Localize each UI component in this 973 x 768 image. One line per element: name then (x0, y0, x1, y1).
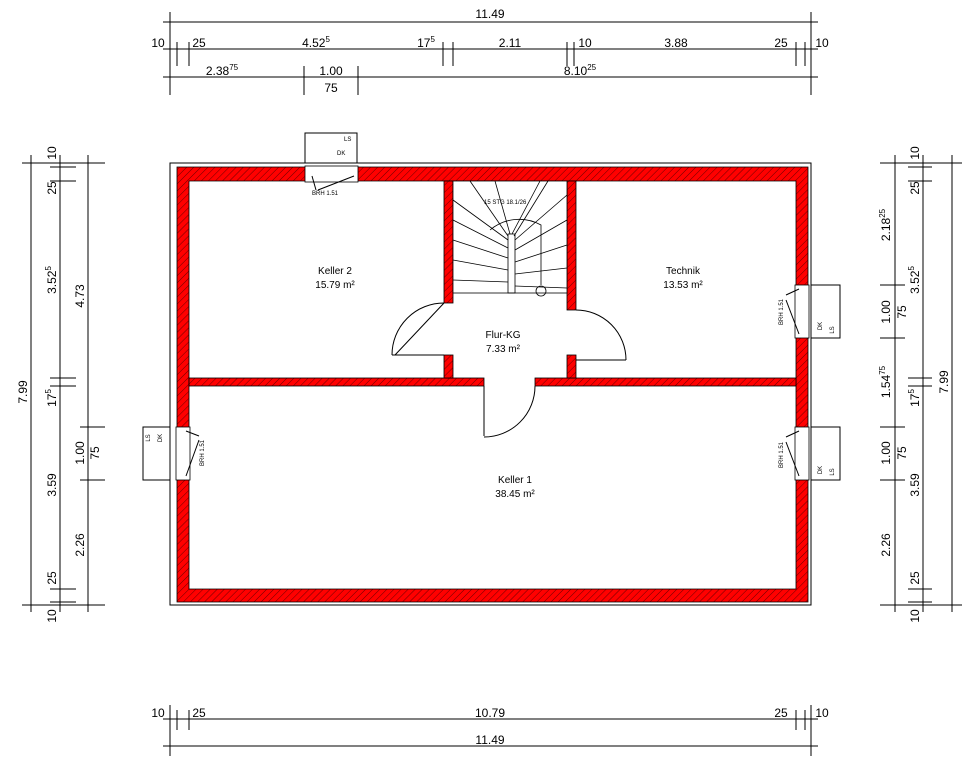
dk-label: DK (818, 466, 824, 474)
stair-label: 15 STG 18.1/26 (484, 200, 527, 206)
dim-label: 1.00 (879, 300, 893, 324)
door-keller2 (391, 302, 445, 356)
door-technik (575, 309, 627, 361)
dim-label: 3.59 (45, 473, 59, 497)
dim-label: 175 (907, 389, 922, 407)
brh-label: BRH 1.51 (312, 191, 339, 197)
window-top (304, 165, 359, 183)
dim-label: 25 (45, 571, 59, 585)
dk-label: DK (158, 434, 164, 442)
top-dimensions: 11.49 10 25 4.525 175 2.11 10 3.88 25 10… (151, 7, 829, 95)
dim-label: 10 (151, 706, 165, 720)
dim-label: 175 (44, 389, 59, 407)
dim-label: 25 (908, 181, 922, 195)
interior-wall (443, 354, 454, 379)
dk-label: DK (337, 151, 345, 157)
ls-label: LS (830, 468, 836, 475)
dim-total-height: 7.99 (16, 380, 30, 404)
dim-total-width: 11.49 (475, 7, 504, 21)
door-keller1 (483, 385, 536, 438)
ls-label: LS (344, 137, 351, 143)
dim-label: 10 (815, 706, 829, 720)
dim-label: 4.525 (302, 35, 330, 50)
dim-label: 1.5475 (878, 365, 893, 398)
window-left (175, 426, 191, 481)
room-area: 15.79 m² (315, 280, 355, 291)
brh-label: BRH 1.51 (779, 298, 785, 325)
dim-label: 10 (578, 36, 592, 50)
dim-label: 25 (774, 706, 788, 720)
dim-label: 75 (88, 446, 102, 460)
dim-label: 2.26 (879, 533, 893, 557)
dim-label: 2.26 (73, 533, 87, 557)
dim-label: 10 (45, 146, 59, 160)
dim-label: 75 (324, 81, 338, 95)
window-right-upper (794, 284, 810, 339)
dim-label: 10 (45, 609, 59, 623)
dk-label: DK (818, 322, 824, 330)
window-right-lower (794, 426, 810, 481)
room-area: 7.33 m² (486, 344, 521, 355)
dim-label: 8.1025 (564, 63, 597, 78)
ls-label: LS (830, 326, 836, 333)
dim-label: 2.3875 (206, 63, 239, 78)
dim-label: 10 (908, 609, 922, 623)
dim-label: 2.1825 (878, 208, 893, 241)
right-dimensions: 2.1825 1.00 75 1.5475 1.00 75 2.26 10 25… (878, 146, 962, 623)
dim-label: 25 (774, 36, 788, 50)
bottom-dimensions: 10 25 10.79 25 10 11.49 (151, 705, 829, 756)
dim-label: 1.00 (73, 441, 87, 465)
interior-wall (534, 377, 797, 387)
dim-total-height: 7.99 (937, 370, 951, 394)
interior-wall (566, 180, 577, 311)
dim-label: 25 (45, 181, 59, 195)
dim-label: 4.73 (73, 284, 87, 308)
light-shaft-left (142, 426, 171, 481)
dim-label: 75 (895, 305, 909, 319)
interior-wall (188, 377, 485, 387)
dim-label: 25 (192, 36, 206, 50)
dim-label: 175 (417, 35, 435, 50)
light-shaft-right-lower (810, 426, 841, 481)
interior-wall (443, 180, 454, 304)
room-name: Keller 1 (498, 475, 532, 486)
interior-wall (566, 354, 577, 379)
dim-label: 1.00 (319, 64, 343, 78)
room-name: Technik (666, 266, 701, 277)
dim-label: 10 (908, 146, 922, 160)
staircase (452, 180, 568, 297)
dim-label: 1.00 (879, 441, 893, 465)
brh-label: BRH 1.51 (200, 439, 206, 466)
dim-label: 25 (192, 706, 206, 720)
room-area: 38.45 m² (495, 489, 535, 500)
dim-label: 75 (895, 446, 909, 460)
dim-label: 10 (815, 36, 829, 50)
ls-label: LS (146, 434, 152, 441)
light-shaft-right-upper (810, 284, 841, 339)
dim-label: 3.525 (907, 266, 922, 294)
dim-label: 3.88 (664, 36, 688, 50)
dim-total-width: 11.49 (475, 733, 504, 747)
room-name: Keller 2 (318, 266, 352, 277)
brh-label: BRH 1.51 (779, 441, 785, 468)
building: LS DK BRH 1.51 LS DK BRH 1.51 DK LS BRH … (142, 132, 841, 606)
dim-label: 10.79 (475, 706, 505, 720)
dim-label: 25 (908, 571, 922, 585)
dim-label: 10 (151, 36, 165, 50)
room-name: Flur-KG (486, 330, 521, 341)
dim-label: 3.59 (908, 473, 922, 497)
light-shaft-top (304, 132, 358, 164)
dim-label: 2.11 (499, 36, 522, 50)
room-area: 13.53 m² (663, 280, 703, 291)
left-dimensions: 7.99 10 25 3.525 175 3.59 25 10 4.73 1.0… (16, 146, 105, 623)
dim-label: 3.525 (44, 266, 59, 294)
